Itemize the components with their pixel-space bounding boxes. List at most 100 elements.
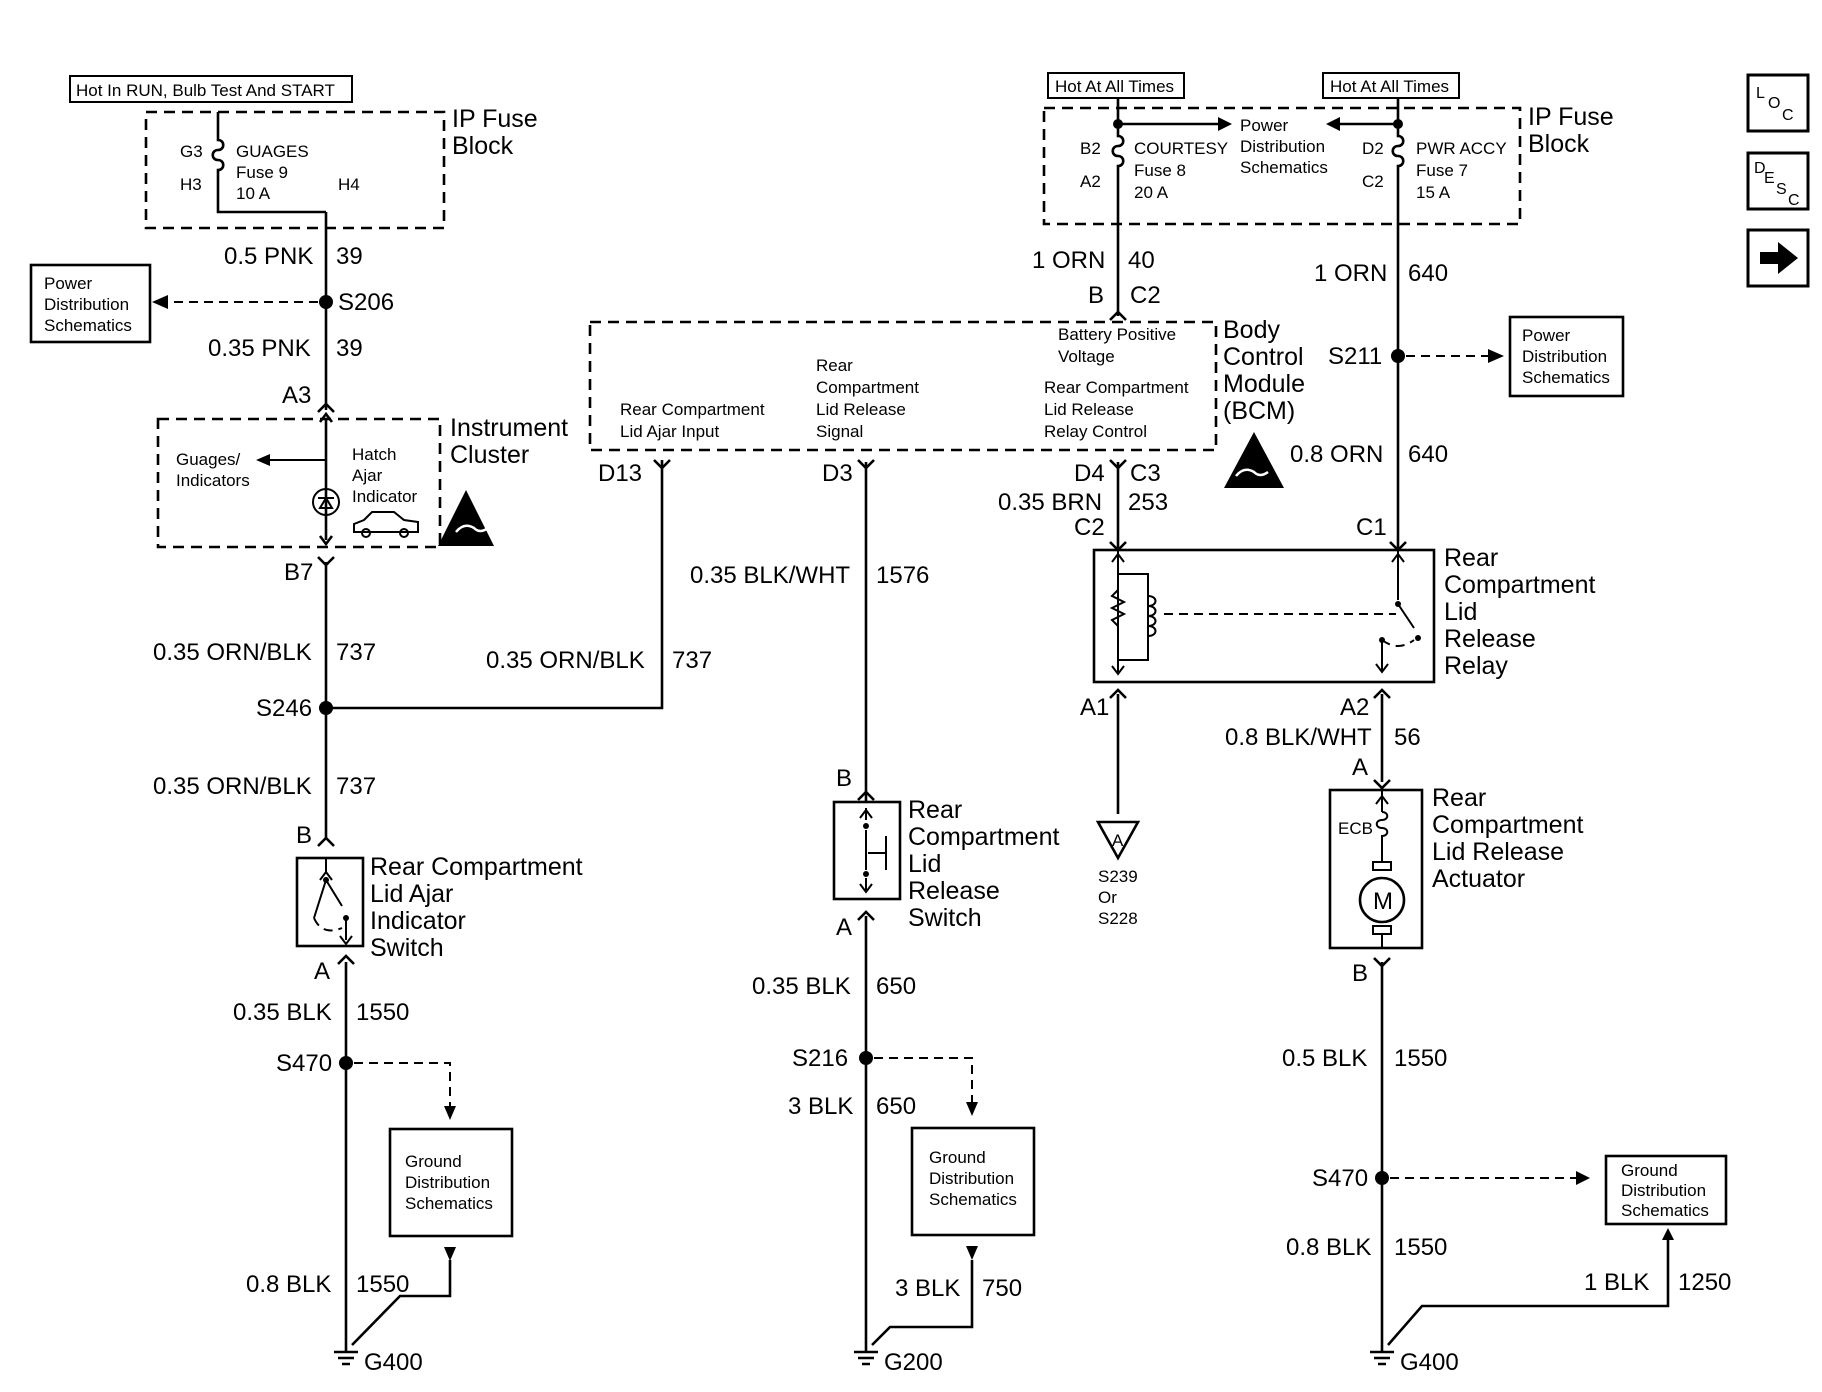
splice-s470-right — [1375, 1171, 1389, 1185]
instrument-cluster-title-2: Cluster — [450, 441, 529, 469]
svg-text:S239: S239 — [1098, 867, 1138, 886]
resistor-icon — [1109, 589, 1127, 627]
svg-text:Hot At All Times: Hot At All Times — [1330, 77, 1449, 96]
instrument-cluster-title-1: Instrument — [450, 414, 568, 442]
wire-1550-gauge-c: 0.5 BLK — [1282, 1045, 1367, 1072]
svg-text:COURTESY: COURTESY — [1134, 139, 1228, 158]
bcm-pin-d13: D13 — [598, 460, 642, 487]
svg-text:Indicator: Indicator — [370, 907, 466, 935]
ajar-indicator-switch: Rear Compartment Lid Ajar Indicator Swit… — [295, 853, 583, 962]
cluster-conn-b7: B7 — [284, 559, 313, 586]
coil-icon — [1147, 595, 1157, 637]
svg-text:IP Fuse: IP Fuse — [1528, 103, 1614, 131]
splice-s206-label: S206 — [338, 289, 394, 316]
ground-g400-left: G400 — [364, 1349, 423, 1376]
svg-text:Rear Compartment: Rear Compartment — [370, 853, 583, 881]
ground-distribution-ref-center: Ground Distribution Schematics — [910, 1126, 1036, 1237]
offpage-connector-a: A S239 Or S228 — [1095, 820, 1141, 928]
bcm: Body Control Module (BCM) Battery Positi… — [588, 316, 1305, 452]
svg-text:Switch: Switch — [908, 904, 982, 932]
svg-text:Compartment: Compartment — [908, 823, 1059, 851]
arrow-down-icon — [966, 1246, 978, 1260]
relay-pin-a1: A1 — [1080, 694, 1109, 721]
svg-text:Guages/: Guages/ — [176, 450, 241, 469]
release-switch: Rear Compartment Lid Release Switch — [832, 796, 1059, 932]
hot-label-left-text: Hot In RUN, Bulb Test And START — [76, 81, 335, 100]
svg-text:Rear: Rear — [1432, 784, 1486, 812]
svg-text:Battery Positive: Battery Positive — [1058, 325, 1176, 344]
svg-text:Hatch: Hatch — [352, 445, 396, 464]
ajar-switch-pin-a: A — [314, 958, 330, 985]
actuator-pin-b: B — [1352, 960, 1368, 987]
svg-text:B2: B2 — [1080, 139, 1101, 158]
splice-s211 — [1391, 349, 1405, 363]
svg-text:A: A — [1112, 831, 1124, 850]
splice-s470-right-label: S470 — [1312, 1165, 1368, 1192]
svg-text:Ground: Ground — [1621, 1161, 1678, 1180]
desc-button[interactable]: D E S C — [1746, 151, 1810, 211]
wire-750-circuit: 750 — [982, 1275, 1022, 1302]
motor-icon — [1358, 876, 1406, 924]
arrow-left-icon — [1326, 117, 1340, 131]
svg-text:Rear Compartment: Rear Compartment — [620, 400, 765, 419]
wire-737-to-bcm — [326, 460, 664, 710]
svg-text:Switch: Switch — [370, 934, 444, 962]
hot-label-left: Hot In RUN, Bulb Test And START — [69, 75, 353, 103]
svg-text:L: L — [1756, 85, 1765, 102]
svg-text:Lid: Lid — [1444, 598, 1477, 626]
wire-39-gauge-bottom: 0.35 PNK — [208, 335, 311, 362]
svg-text:15 A: 15 A — [1416, 183, 1451, 202]
svg-text:Compartment: Compartment — [1432, 811, 1583, 839]
next-button[interactable] — [1746, 228, 1810, 288]
circuit-breaker-icon — [1375, 811, 1389, 862]
fuse-7-symbol — [1391, 98, 1405, 224]
arrow-down-icon — [444, 1106, 456, 1120]
arrow-down-icon — [966, 1102, 978, 1116]
svg-text:ECB: ECB — [1338, 819, 1373, 838]
wire-1550-circuit-d: 1550 — [1394, 1234, 1447, 1261]
release-switch-pin-a: A — [836, 914, 852, 941]
wire-1550-gauge-d: 0.8 BLK — [1286, 1234, 1371, 1261]
svg-text:Rear: Rear — [816, 356, 853, 375]
ground-icon — [1370, 1350, 1394, 1366]
splice-s206 — [319, 295, 333, 309]
fuse-8-symbol — [1111, 98, 1125, 224]
actuator-pin-a: A — [1352, 754, 1368, 781]
esd-warning-icon — [438, 490, 494, 546]
svg-text:Distribution: Distribution — [405, 1173, 490, 1192]
svg-text:Distribution: Distribution — [1522, 347, 1607, 366]
svg-text:Relay Control: Relay Control — [1044, 422, 1147, 441]
svg-text:M: M — [1373, 888, 1393, 915]
relay-pin-a2: A2 — [1340, 694, 1369, 721]
svg-text:Lid: Lid — [908, 850, 941, 878]
wire-650-gauge-b: 3 BLK — [788, 1093, 853, 1120]
svg-text:Indicators: Indicators — [176, 471, 250, 490]
svg-text:Compartment: Compartment — [816, 378, 919, 397]
relay-pin-c2: C2 — [1074, 514, 1105, 541]
arrow-down-icon — [444, 1247, 456, 1261]
wire-650-circuit-b: 650 — [876, 1093, 916, 1120]
svg-text:Ground: Ground — [405, 1152, 462, 1171]
arrow-left-icon — [152, 295, 168, 309]
car-icon — [353, 511, 419, 538]
svg-text:Power: Power — [44, 274, 93, 293]
wire-1250-circuit: 1250 — [1678, 1269, 1731, 1296]
splice-s246-label: S246 — [256, 695, 312, 722]
instrument-cluster: Instrument Cluster Guages/ Indicators Ha… — [156, 411, 568, 549]
svg-text:Rear: Rear — [1444, 544, 1498, 572]
svg-text:A2: A2 — [1080, 172, 1101, 191]
svg-text:Voltage: Voltage — [1058, 347, 1115, 366]
svg-text:Actuator: Actuator — [1432, 865, 1525, 893]
svg-text:O: O — [1768, 95, 1780, 112]
svg-text:Block: Block — [1528, 130, 1590, 158]
wire-737-circuit-1: 737 — [336, 639, 376, 666]
svg-text:Hot At All Times: Hot At All Times — [1055, 77, 1174, 96]
wire-1550-gauge-b: 0.8 BLK — [246, 1271, 331, 1298]
wire-39-circuit-top: 39 — [336, 243, 363, 270]
fuse-9-symbol — [211, 112, 326, 214]
loc-button[interactable]: L O C — [1746, 73, 1810, 133]
svg-text:Lid Release: Lid Release — [816, 400, 906, 419]
connector-a3-chevron — [317, 402, 335, 413]
esd-warning-icon — [1224, 432, 1284, 488]
